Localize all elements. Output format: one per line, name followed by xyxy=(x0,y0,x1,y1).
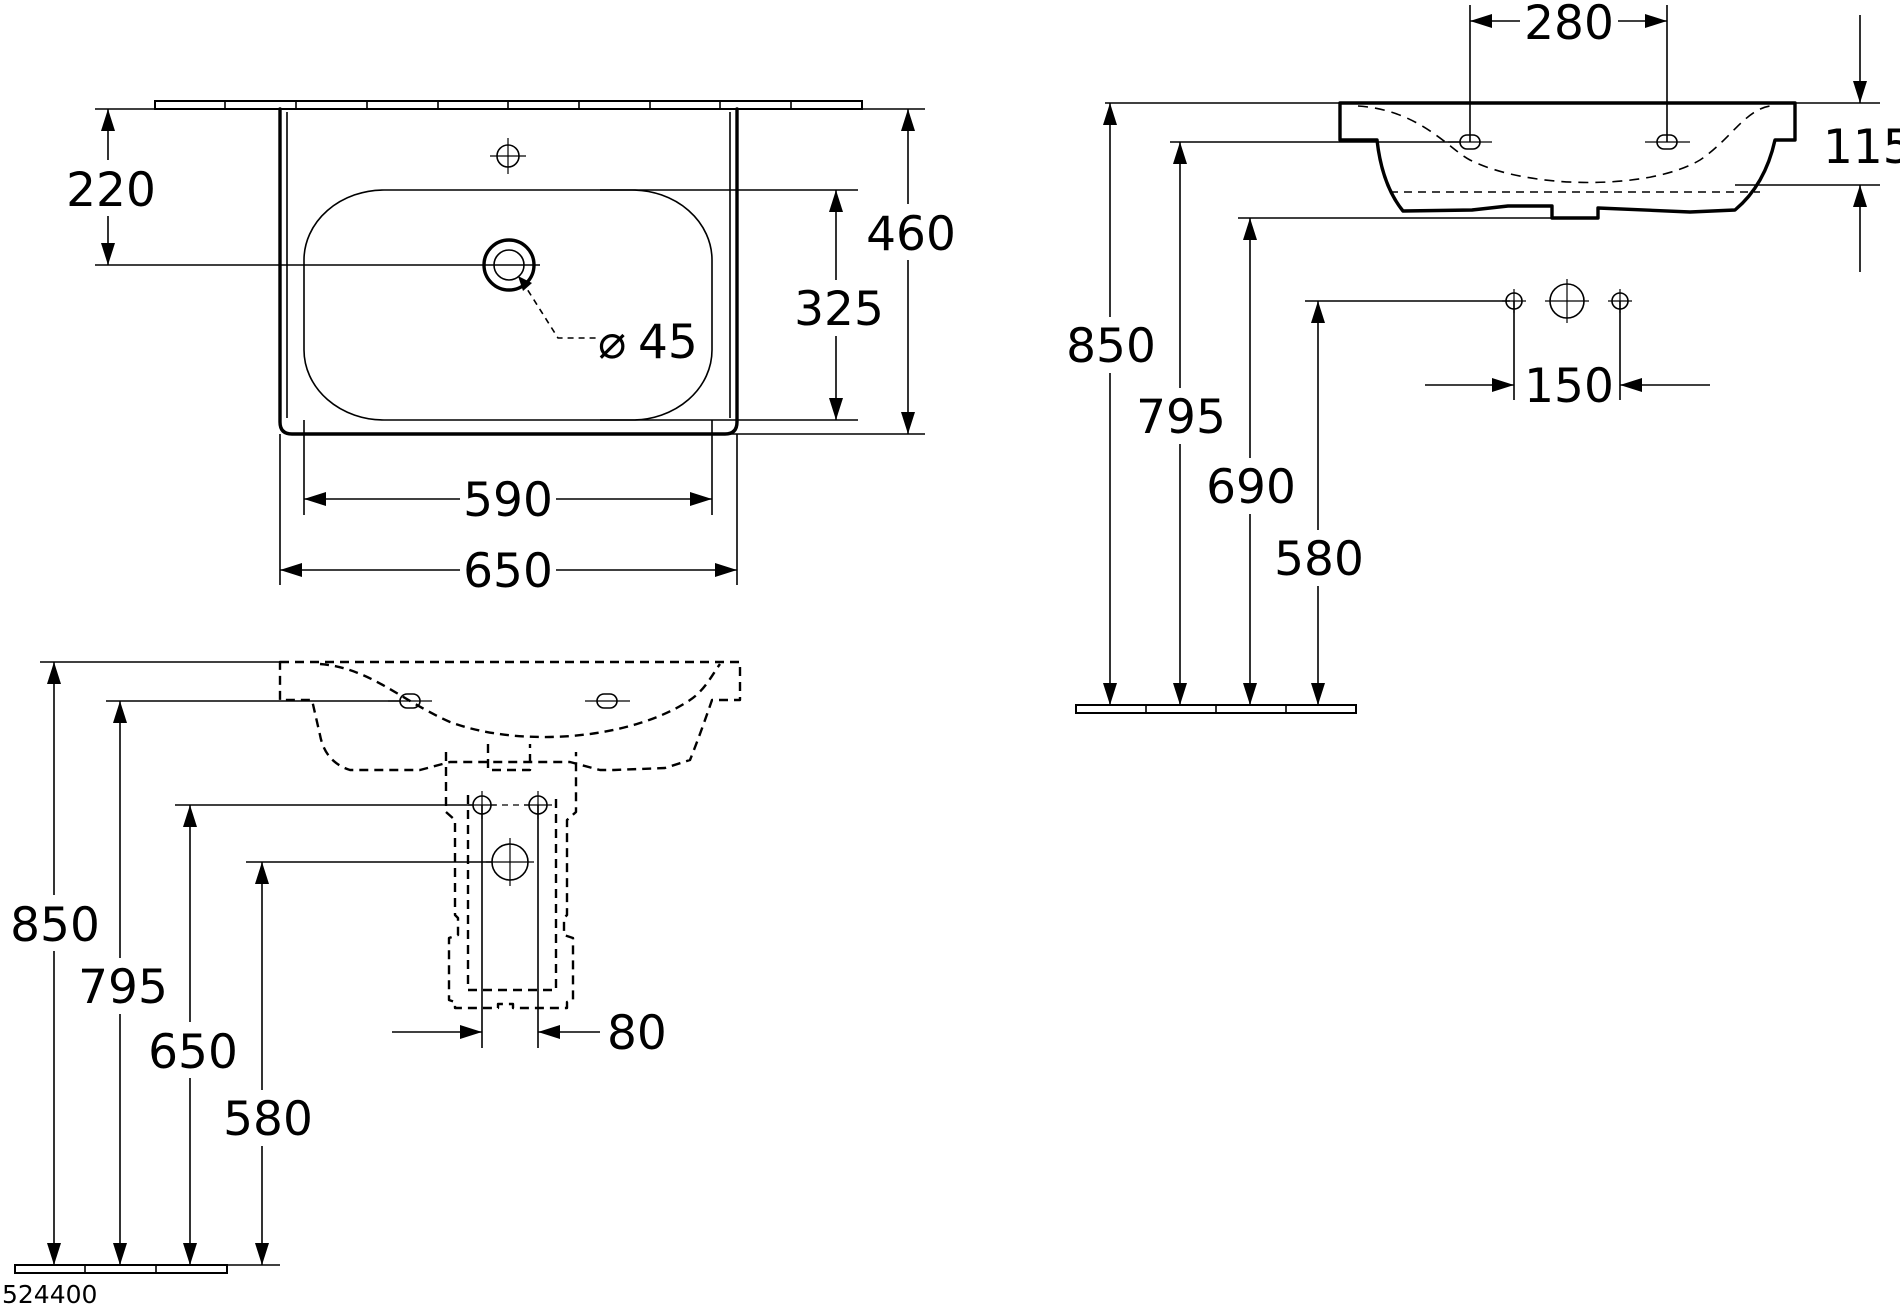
dim-460: 460 xyxy=(866,109,956,434)
dim-front-650: 650 xyxy=(148,805,238,1265)
dim-front-580: 580 xyxy=(222,862,313,1265)
dim-label-side-580: 580 xyxy=(1274,532,1364,587)
dim-label-280: 280 xyxy=(1524,0,1614,51)
side-view: 280 115 xyxy=(1066,0,1900,714)
dim-side-795: 795 xyxy=(1136,142,1226,705)
dim-590: 590 xyxy=(304,470,712,528)
side-basin-outline xyxy=(1338,101,1797,220)
plan-bowl xyxy=(303,189,713,421)
dim-label-45: 45 xyxy=(638,315,698,370)
dim-side-580: 580 xyxy=(1274,301,1364,705)
front-floor xyxy=(14,1264,280,1274)
dim-label-460: 460 xyxy=(866,207,956,262)
tap-hole-icon xyxy=(490,138,526,174)
dim-front-80: 80 xyxy=(392,805,667,1061)
dim-label-side-850: 850 xyxy=(1066,319,1156,374)
dim-front-850: 850 xyxy=(10,662,100,1265)
dim-label-590: 590 xyxy=(463,473,553,528)
dim-115: 115 xyxy=(1735,15,1900,272)
drain-outlet-icon xyxy=(486,838,534,886)
dim-label-220: 220 xyxy=(66,163,156,218)
plan-basin-outline xyxy=(278,107,739,436)
dim-label-side-690: 690 xyxy=(1206,460,1296,515)
dim-150: 150 xyxy=(1425,301,1710,414)
tap-hole-icon xyxy=(585,693,630,709)
dim-325: 325 xyxy=(792,190,884,420)
drawing-code: 524400 xyxy=(2,1280,97,1308)
dim-650: 650 xyxy=(280,541,737,599)
dim-label-650: 650 xyxy=(463,544,553,599)
dim-front-795: 795 xyxy=(78,701,168,1265)
dim-side-690: 690 xyxy=(1206,218,1296,705)
side-bowl-hidden xyxy=(1357,105,1771,184)
dim-220: 220 xyxy=(66,109,156,265)
dim-label-front-850: 850 xyxy=(10,898,100,953)
dim-label-side-795: 795 xyxy=(1136,390,1226,445)
drain-outlet-icon xyxy=(1545,279,1589,323)
pedestal-outline xyxy=(444,752,578,1010)
dim-label-325: 325 xyxy=(794,282,884,337)
diameter-symbol: ⌀ xyxy=(598,315,626,370)
plan-wall xyxy=(154,100,863,110)
dim-label-front-580: 580 xyxy=(223,1092,313,1147)
front-view: 850 795 650 580 xyxy=(10,660,742,1274)
dim-label-150: 150 xyxy=(1524,359,1614,414)
dim-side-850: 850 xyxy=(1066,103,1156,705)
dim-280: 280 xyxy=(1469,0,1668,142)
plan-view: 220 460 325 ⌀ 45 590 xyxy=(66,100,956,599)
front-basin-outline xyxy=(278,660,742,772)
dim-label-115: 115 xyxy=(1823,120,1900,175)
dim-diameter-45: ⌀ 45 xyxy=(598,315,698,370)
dim-label-front-80: 80 xyxy=(607,1006,667,1061)
side-floor xyxy=(1075,704,1357,714)
dim-label-front-650: 650 xyxy=(148,1025,238,1080)
dim-label-front-795: 795 xyxy=(78,960,168,1015)
